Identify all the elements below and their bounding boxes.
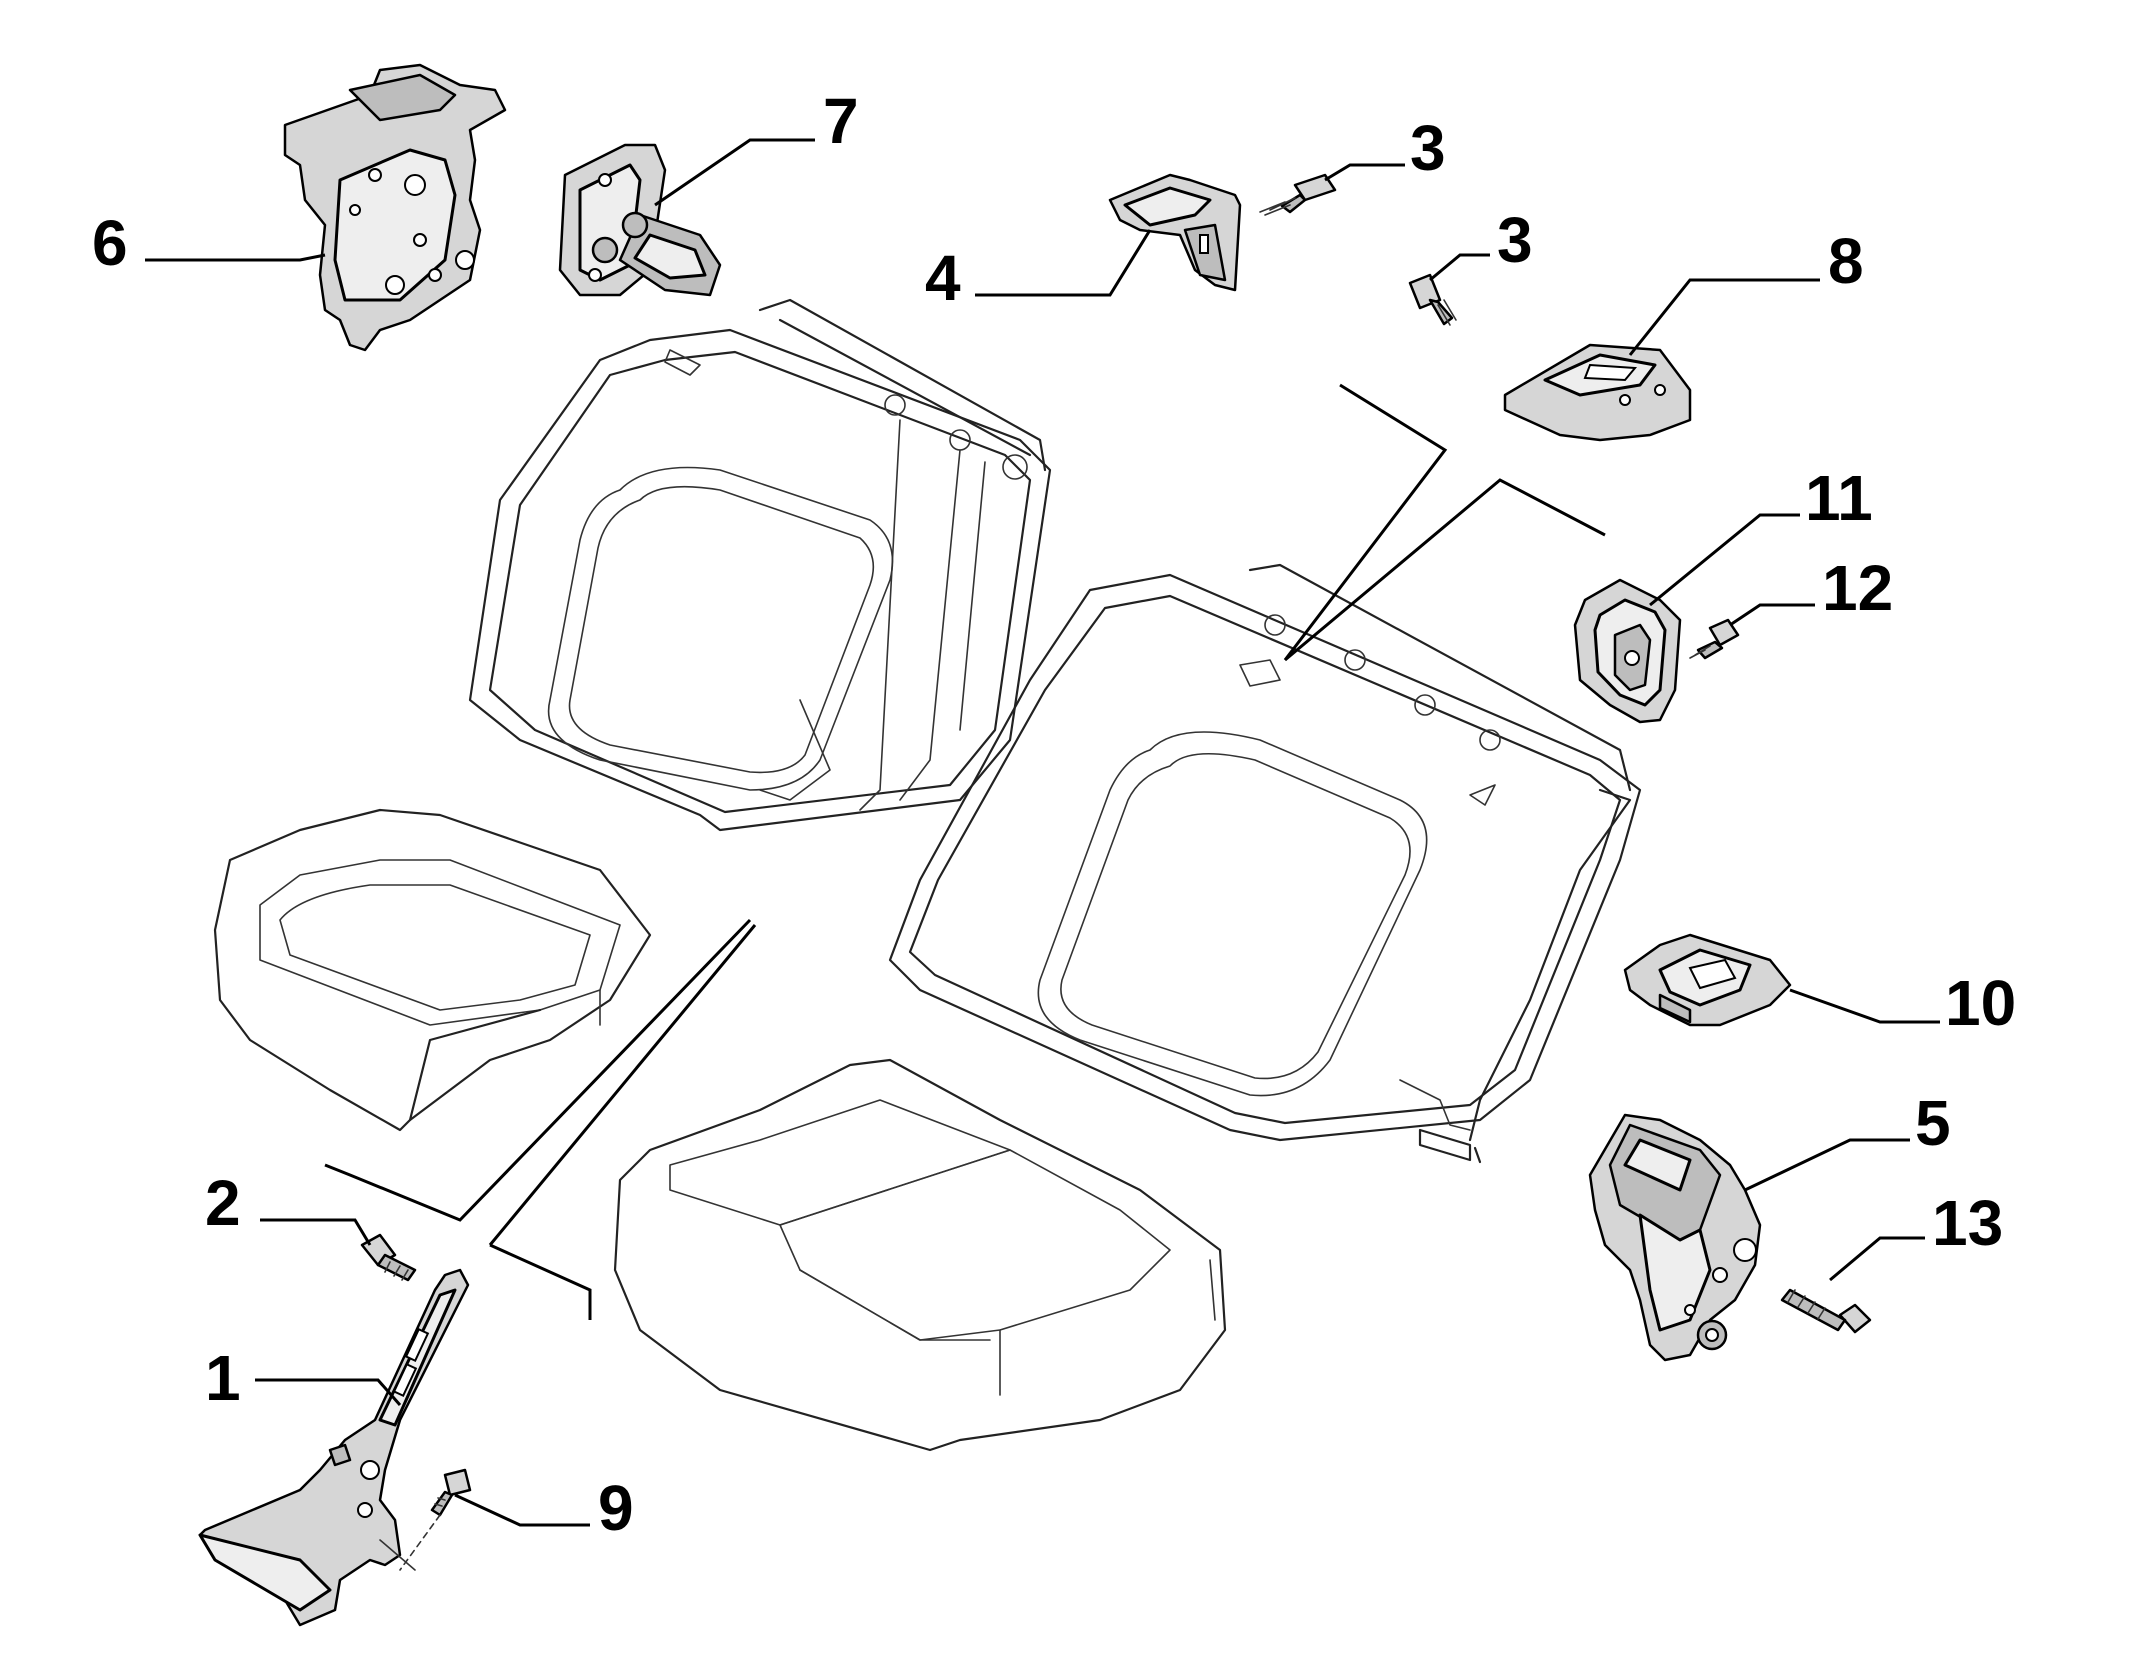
leader-2 <box>260 1218 372 1246</box>
callout-8: 8 <box>1828 225 1864 297</box>
leader-9 <box>454 1493 590 1527</box>
callout-11: 11 <box>1805 462 1873 534</box>
part-3-bolt-lower <box>1408 273 1457 326</box>
part-11-bezel-frame <box>1573 578 1682 724</box>
part-3-bolt-upper <box>1259 173 1337 216</box>
leader-6 <box>145 253 326 262</box>
callout-1: 1 <box>205 1342 241 1414</box>
leader-lines <box>145 138 1940 1527</box>
leader-10 <box>1789 988 1940 1024</box>
part-2-bolt <box>360 1233 417 1282</box>
callout-3b: 3 <box>1497 204 1533 276</box>
left-seat-cushion <box>213 808 652 1132</box>
right-seat-backrest <box>888 563 1642 1164</box>
leader-1 <box>255 1378 402 1406</box>
callout-13: 13 <box>1932 1187 2003 1259</box>
assembly-reference-lines <box>324 383 1606 1320</box>
leader-3a <box>1324 163 1405 182</box>
callout-7: 7 <box>823 85 859 157</box>
leader-4 <box>975 229 1152 297</box>
part-12-screw <box>1689 618 1740 660</box>
leader-11 <box>1649 513 1800 607</box>
callout-10: 10 <box>1945 967 2016 1039</box>
part-8-cover <box>1503 343 1692 442</box>
part-10-trim-cover <box>1623 933 1792 1027</box>
leader-8 <box>1628 278 1820 356</box>
leader-12 <box>1729 603 1815 627</box>
leader-5 <box>1744 1138 1910 1192</box>
part-9-screw <box>399 1468 472 1571</box>
part-5-lock-mechanism <box>1588 1113 1762 1362</box>
part-6-side-bracket <box>283 63 507 352</box>
callout-12: 12 <box>1822 552 1893 624</box>
callout-labels: 1 2 3 3 4 5 6 7 8 9 10 11 12 13 <box>92 85 2016 1544</box>
callout-3a: 3 <box>1410 112 1446 184</box>
callout-6: 6 <box>92 207 128 279</box>
leader-13 <box>1829 1236 1925 1282</box>
leader-3b <box>1429 253 1490 282</box>
callout-9: 9 <box>598 1472 634 1544</box>
part-4-latch-clip <box>1108 173 1242 292</box>
part-7-hinge-bracket <box>558 143 722 297</box>
callout-4: 4 <box>925 242 961 314</box>
right-seat-cushion <box>613 1058 1227 1452</box>
callout-2: 2 <box>205 1167 241 1239</box>
left-seat-backrest <box>468 298 1052 832</box>
callout-5: 5 <box>1915 1087 1951 1159</box>
leader-7 <box>654 138 815 207</box>
part-1-hinge-arm <box>198 1268 470 1627</box>
part-13-bolt <box>1780 1288 1872 1334</box>
